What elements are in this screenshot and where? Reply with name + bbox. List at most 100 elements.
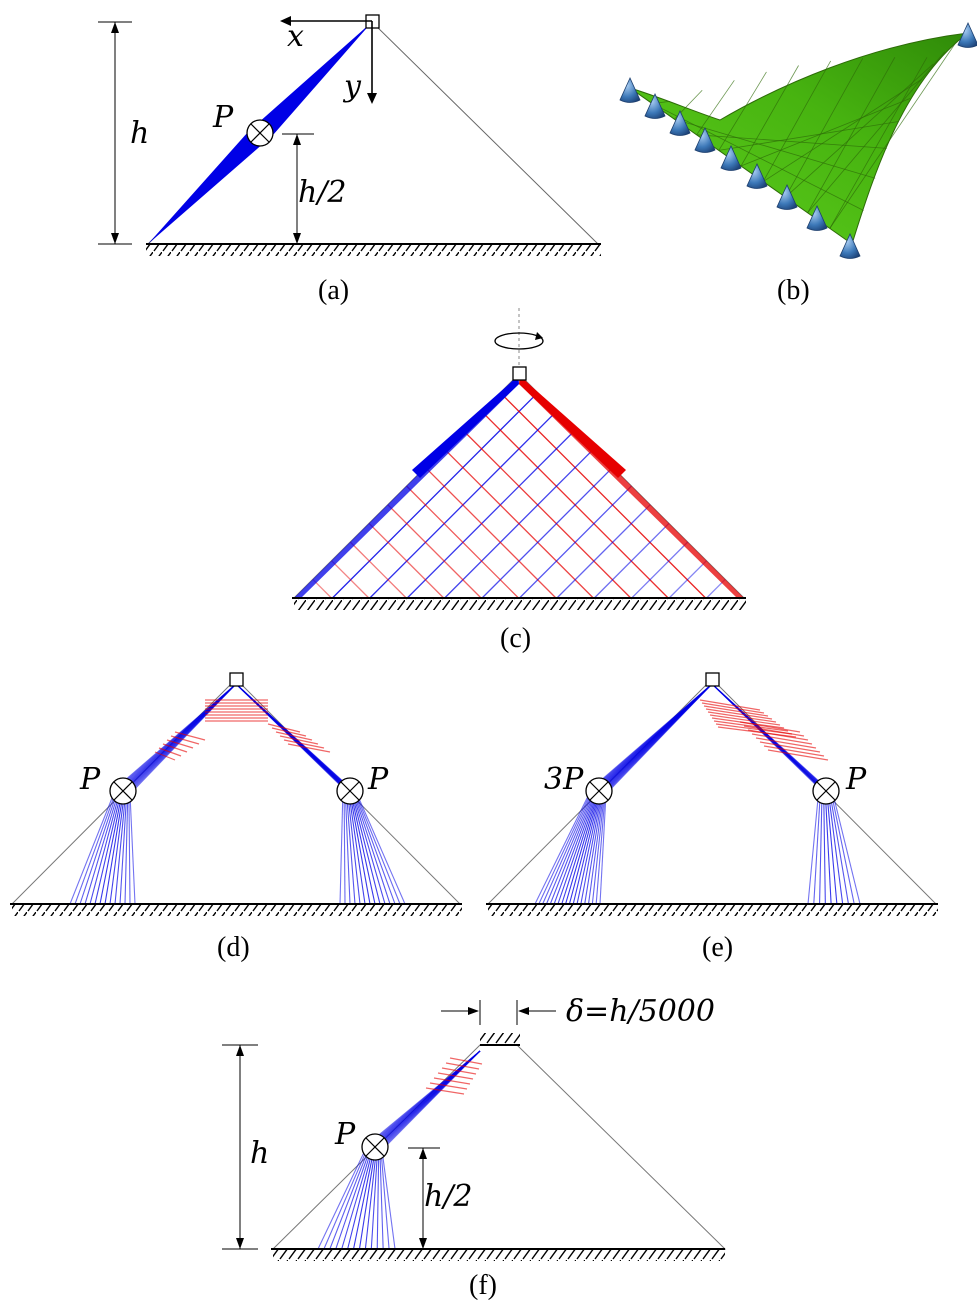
compression-strut-line <box>827 791 844 905</box>
tension-tie-line <box>271 727 307 737</box>
ground-hatch <box>294 598 746 610</box>
compression-strut-line <box>99 790 124 905</box>
tension-tie-line <box>170 735 200 745</box>
tension-tie-line <box>755 737 817 749</box>
tension-tie-line <box>275 731 313 741</box>
tension-tie-line <box>387 504 482 599</box>
compression-strut-line <box>124 793 129 905</box>
compression-strut-line <box>519 485 632 599</box>
compression-strut-line <box>344 788 351 905</box>
shell-mesh-line <box>785 58 864 198</box>
height-arrowhead-top <box>236 1045 244 1056</box>
compression-strut-line <box>561 790 599 905</box>
compression-strut-line <box>568 791 600 905</box>
compression-strut-line <box>381 1149 396 1250</box>
support-cone-icon <box>957 22 977 48</box>
ground-hatch <box>273 1249 725 1261</box>
panel-d: P P (d) <box>10 672 462 963</box>
compression-strut-line <box>711 683 834 795</box>
support-cone-icon <box>839 233 861 259</box>
compression-strut-line <box>353 792 391 905</box>
tension-tie-line <box>739 721 801 733</box>
compression-strut-line <box>379 1149 384 1250</box>
caption-e: (e) <box>702 932 733 963</box>
ground-hatch <box>146 244 601 256</box>
compression-strut-line <box>347 790 366 905</box>
compression-strut-line <box>823 789 826 905</box>
compression-strut-line <box>114 792 127 905</box>
compression-strut-line <box>591 793 605 905</box>
tension-tie-line <box>368 522 445 599</box>
compression-strut-line <box>576 791 602 905</box>
strut-field <box>317 1050 483 1250</box>
strut-tie-grid <box>312 392 726 599</box>
panel-e: 3P P (e) <box>486 672 938 963</box>
y-axis-arrowhead <box>367 93 377 104</box>
tension-tie-line <box>703 705 769 717</box>
tension-tie-line <box>158 747 182 757</box>
compression-strut-line <box>549 789 596 905</box>
compression-strut-line <box>481 466 614 599</box>
load-marker-cross <box>816 781 836 801</box>
shell-mesh-line <box>740 65 799 167</box>
compression-strut-line <box>534 787 593 905</box>
shell-mesh-line <box>807 57 896 213</box>
compression-strut-line <box>813 788 822 905</box>
compression-strut-line <box>128 793 131 905</box>
load-marker-cross <box>113 781 133 801</box>
shell-mesh <box>652 41 957 229</box>
tension-tie-line <box>406 485 519 599</box>
half-height-arrowhead-top <box>293 134 301 145</box>
compression-band <box>412 377 519 478</box>
compression-strut-line <box>593 522 670 599</box>
tension-tie-line <box>267 723 301 733</box>
shell-mesh-line <box>785 63 934 198</box>
compression-strut-line <box>352 792 386 905</box>
compression-strut-line <box>104 791 125 905</box>
panel-c: (c) <box>292 308 746 654</box>
compression-strut-line <box>355 793 401 905</box>
tension-tie-line <box>424 466 557 599</box>
compression-strut-line <box>339 787 344 905</box>
support-cone-icon <box>669 110 691 136</box>
height-arrowhead-bottom <box>111 233 119 244</box>
compression-strut-line <box>351 791 381 905</box>
compression-strut-line <box>358 1147 377 1250</box>
compression-strut-line <box>819 789 823 905</box>
offset-support-hatch <box>480 1033 520 1045</box>
compression-strut-line <box>599 793 607 905</box>
support-cone-icon <box>694 127 716 153</box>
tension-band <box>519 377 626 478</box>
support-cone-icon <box>776 184 798 210</box>
tension-tie-line <box>154 751 176 761</box>
panel-f: δ=h/5000 P h h/2 (f) <box>222 994 727 1300</box>
load-marker-cross <box>340 781 360 801</box>
tension-tie-line <box>445 1062 480 1070</box>
tension-tie-line <box>705 708 773 720</box>
compression-strut-line <box>343 788 346 905</box>
load-label-left: P <box>79 762 101 797</box>
tension-tie-line <box>709 714 781 726</box>
compression-strut-line <box>347 1146 374 1250</box>
compression-strut-line <box>829 792 849 905</box>
half-height-label: h/2 <box>298 175 347 210</box>
compression-strut-line <box>356 793 406 905</box>
tension-tie-line <box>743 725 805 737</box>
shell-surface <box>629 32 970 245</box>
tension-tie-line <box>462 429 632 599</box>
compression-strut-line <box>341 1145 373 1250</box>
compression-strut-line <box>350 791 376 905</box>
compression-strut-line <box>580 792 603 905</box>
panel-a: x y P h h/2 (a) <box>98 14 601 306</box>
compression-strut-line <box>119 792 128 905</box>
tension-tie-line <box>441 1067 477 1075</box>
shell-mesh-line <box>762 79 922 182</box>
compression-strut-line <box>542 788 595 905</box>
support-cones <box>619 22 977 259</box>
tension-tie-line <box>287 743 331 753</box>
height-arrowhead-bottom <box>236 1238 244 1249</box>
compression-strut-line <box>557 789 598 905</box>
support-cone-icon <box>746 163 768 189</box>
apex-support-square <box>705 672 720 687</box>
